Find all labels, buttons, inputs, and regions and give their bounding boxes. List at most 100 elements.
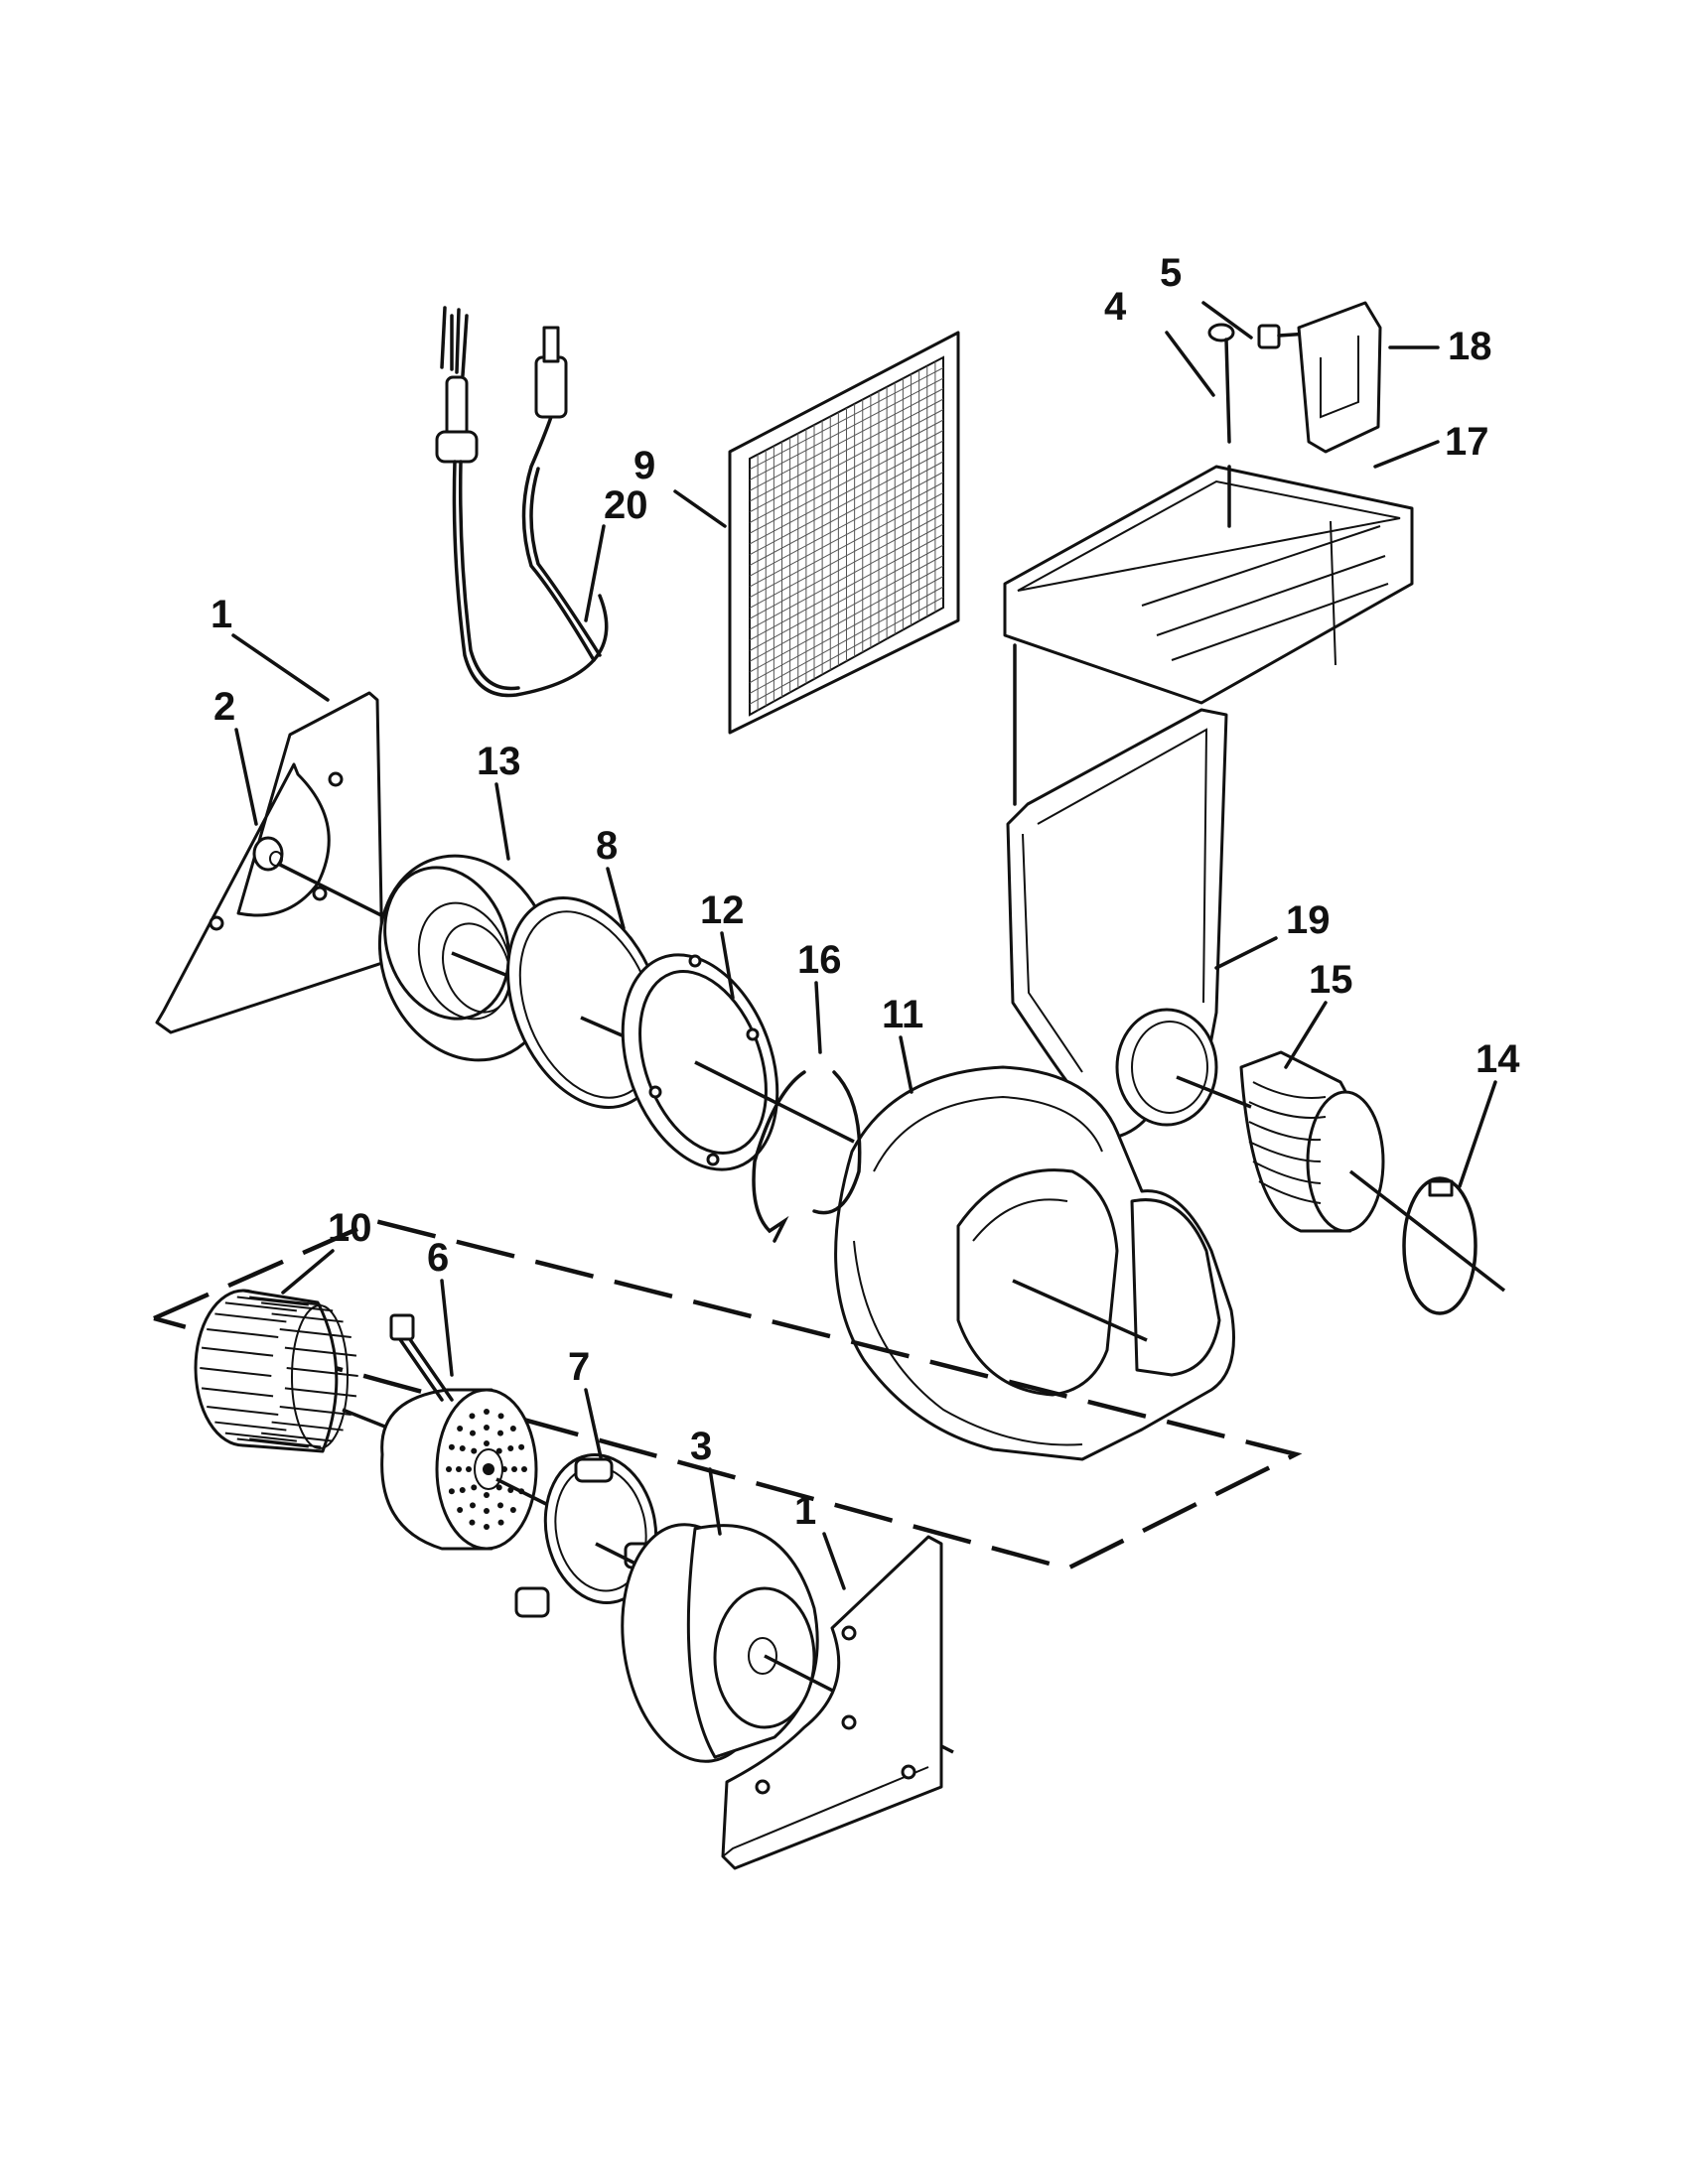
wheel-fin	[200, 1367, 272, 1377]
blower-wheel	[194, 1289, 358, 1453]
vent-hole	[511, 1466, 517, 1472]
vent-hole	[484, 1492, 490, 1498]
power-cord	[435, 306, 609, 698]
mesh-line	[749, 586, 944, 694]
vent-hole	[497, 1430, 503, 1436]
vent-hole	[470, 1502, 476, 1509]
motor	[380, 1313, 538, 1551]
filter-grille	[728, 331, 960, 735]
wheel-fin	[224, 1301, 297, 1312]
retaining-ring	[752, 1070, 862, 1243]
vent-hole	[471, 1447, 478, 1454]
wheel-fin	[286, 1367, 358, 1377]
vent-hole	[501, 1466, 507, 1472]
vent-hole	[448, 1443, 455, 1450]
duct-adapter	[1006, 643, 1228, 1141]
wheel-fin	[201, 1346, 274, 1357]
subassembly-outline	[153, 1218, 1303, 1571]
nut	[252, 836, 284, 872]
callout-12: 12	[700, 888, 745, 932]
callout-2: 2	[213, 685, 235, 729]
callout-8: 8	[596, 824, 618, 868]
wheel-fin	[207, 1327, 279, 1338]
wheel-fin	[236, 1437, 309, 1448]
mesh-line	[749, 597, 944, 705]
callout-6: 6	[427, 1236, 449, 1280]
wheel-fin	[214, 1312, 287, 1323]
callout-13: 13	[477, 740, 521, 783]
motor-mount	[621, 1523, 819, 1763]
wheel-fin	[284, 1387, 357, 1398]
callout-5: 5	[1160, 251, 1182, 295]
wheel-fin	[236, 1296, 309, 1306]
vent-hole	[497, 1519, 504, 1526]
callout-1-lower: 1	[794, 1489, 816, 1533]
vent-hole	[497, 1502, 503, 1509]
pin	[1207, 323, 1235, 444]
callout-19: 19	[1286, 898, 1331, 942]
vent-hole	[459, 1487, 466, 1493]
wheel-fin	[249, 1296, 322, 1306]
vent-hole	[448, 1488, 455, 1495]
wheel-fin	[271, 1421, 344, 1432]
hose-clamp	[1402, 1176, 1477, 1315]
wheel-fin	[214, 1421, 287, 1432]
callout-20: 20	[604, 483, 648, 527]
wheel-fin	[279, 1406, 352, 1417]
callout-17: 17	[1445, 420, 1489, 464]
vent-hole	[484, 1425, 490, 1431]
callouts: 1 2 13 8 12 16 11 9 20 4 5 18 17 19 15 1…	[211, 251, 1520, 1533]
callout-10: 10	[328, 1206, 372, 1250]
wheel-fin	[261, 1301, 334, 1312]
vent-hole	[469, 1519, 476, 1526]
wheel-fin	[207, 1406, 279, 1417]
wheel-fin	[224, 1432, 297, 1442]
vent-hole	[469, 1413, 476, 1420]
vent-hole	[509, 1507, 516, 1514]
wheel-fin	[201, 1387, 274, 1398]
vent-hole	[507, 1445, 514, 1451]
bracket-lower-right	[721, 1535, 943, 1870]
vent-hole	[456, 1466, 462, 1472]
vent-hole	[518, 1443, 525, 1450]
callout-9: 9	[633, 444, 655, 487]
callout-4: 4	[1104, 285, 1127, 329]
vent-hole	[497, 1413, 504, 1420]
wheel-fin	[271, 1312, 344, 1323]
mesh-line	[749, 576, 944, 684]
vent-hole	[509, 1425, 516, 1432]
wheel-fin	[249, 1437, 322, 1448]
vent-hole	[457, 1425, 464, 1432]
callout-11: 11	[882, 993, 923, 1036]
vent-hole	[459, 1445, 466, 1451]
callout-18: 18	[1448, 325, 1492, 368]
callout-1-upper: 1	[211, 593, 232, 636]
mounting-ring	[621, 953, 779, 1171]
cover-plate	[1297, 301, 1382, 454]
vent-hole	[484, 1440, 490, 1446]
vent-hole	[521, 1466, 527, 1472]
vent-hole	[484, 1524, 490, 1530]
vent-hole	[446, 1466, 452, 1472]
vent-hole	[457, 1507, 464, 1514]
flex-duct	[1239, 1050, 1385, 1233]
leader-lines	[231, 301, 1497, 1590]
vent-hole	[471, 1484, 478, 1491]
vent-hole	[466, 1466, 472, 1472]
wheel-fin	[279, 1327, 352, 1338]
callout-7: 7	[568, 1345, 590, 1389]
callout-14: 14	[1476, 1037, 1520, 1081]
vent-hole	[495, 1447, 502, 1454]
callout-15: 15	[1309, 958, 1353, 1002]
duct-box	[1003, 465, 1414, 705]
mesh-line	[749, 565, 944, 673]
callout-16: 16	[797, 938, 842, 982]
wheel-fin	[284, 1346, 357, 1357]
vent-hole	[484, 1409, 490, 1415]
blower-housing	[834, 1065, 1235, 1461]
vent-hole	[495, 1484, 502, 1491]
wheel-fin	[261, 1432, 334, 1442]
vent-hole	[484, 1508, 490, 1514]
callout-3: 3	[690, 1425, 712, 1468]
